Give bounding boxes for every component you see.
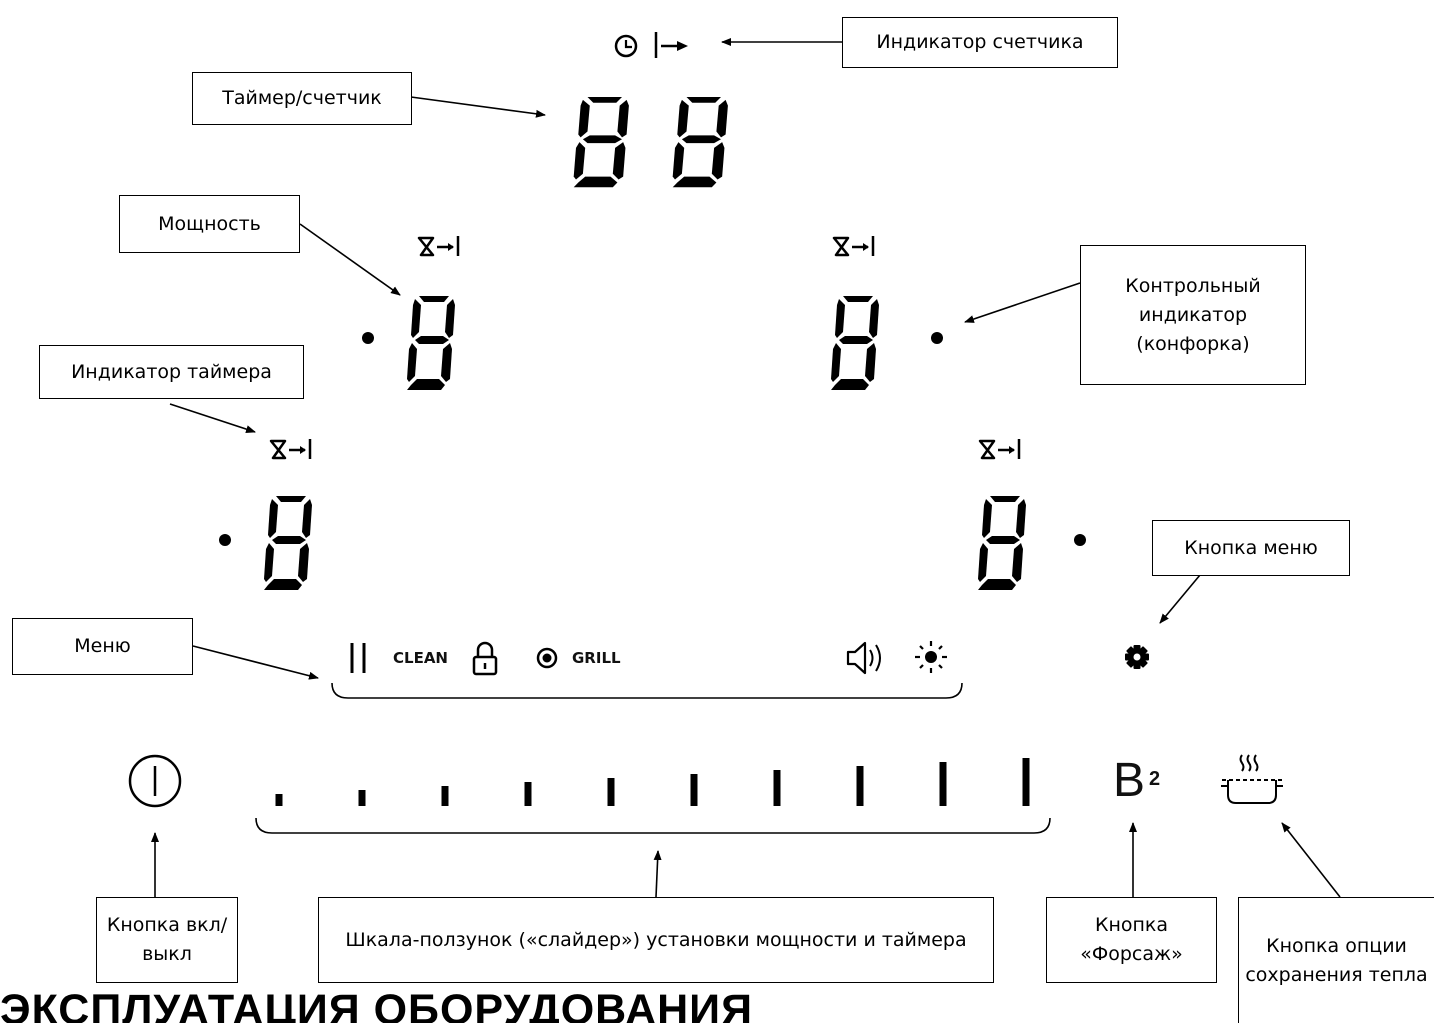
power-icon[interactable] [128,754,182,808]
pause-icon[interactable] [350,643,366,673]
hourglass-timer-icon [978,437,1021,461]
zone-dot [219,534,231,546]
callout-on-off-button: Кнопка вкл/выкл [96,897,238,983]
hourglass-timer-icon [832,234,875,258]
slider-level-10[interactable] [1022,758,1030,806]
zone-power-digit [831,296,879,390]
callout-menu: Меню [12,618,193,675]
menu-bracket [331,682,963,699]
boost-superscript: 2 [1149,768,1161,790]
callout-keep-warm-button: Кнопка опции сохранения тепла [1238,897,1434,1023]
leader-lines [151,38,1341,898]
hourglass-timer-icon [417,234,460,258]
zone-power-digit [407,296,455,390]
clean-label[interactable]: CLEAN [393,649,448,667]
callout-control-indicator: Контрольный индикатор (конфорка) [1080,245,1306,385]
timer-digit-1 [573,97,629,188]
zone-dot [1074,534,1086,546]
callout-menu-button: Кнопка меню [1152,520,1350,576]
callout-timer-indicator: Индикатор таймера [39,345,304,399]
slider-level-3[interactable] [441,786,449,806]
hourglass-timer-icon [269,437,312,461]
sound-icon[interactable] [846,641,881,675]
slider-level-5[interactable] [607,778,615,806]
callout-slider: Шкала-ползунок («слайдер») установки мощ… [318,897,994,983]
section-heading: ЭКСПЛУАТАЦИЯ ОБОРУДОВАНИЯ [0,986,753,1023]
grill-label[interactable]: GRILL [572,649,621,667]
callout-power: Мощность [119,195,300,253]
zone-dot [931,332,943,344]
slider-level-2[interactable] [358,790,366,806]
slider-level-7[interactable] [773,770,781,806]
slider-bracket [255,817,1051,834]
brightness-icon[interactable] [915,641,947,673]
slider-level-1[interactable] [275,794,283,806]
boost-letter: B [1113,754,1146,807]
zone-dot [362,332,374,344]
counter-arrow-icon [654,32,688,58]
keep-warm-pot-icon[interactable] [1221,754,1283,804]
slider-level-9[interactable] [939,762,947,806]
zone-power-digit [978,496,1026,590]
callout-boost-button: Кнопка «Форсаж» [1046,897,1217,983]
callout-counter-indicator: Индикатор счетчика [842,17,1118,68]
slider-level-4[interactable] [524,782,532,806]
lock-icon[interactable] [472,641,498,676]
zone-power-digit [264,496,312,590]
timer-digit-2 [672,97,728,188]
record-icon[interactable] [536,647,558,669]
clock-icon [614,34,638,58]
slider-level-6[interactable] [690,774,698,806]
slider-level-8[interactable] [856,766,864,806]
gear-icon[interactable] [1125,645,1149,669]
callout-timer-counter: Таймер/счетчик [192,72,412,125]
slider-bars[interactable] [275,758,1030,806]
